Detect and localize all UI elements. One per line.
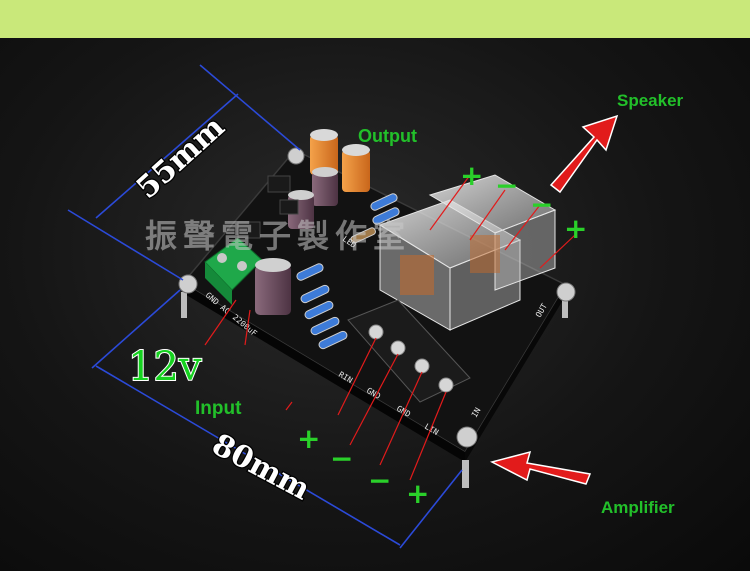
output-minus-sign-1: − bbox=[495, 169, 518, 202]
silk-in: IN bbox=[470, 406, 483, 419]
watermark-text: 振聲電子製作室 bbox=[145, 217, 411, 255]
output-label: Output bbox=[358, 126, 417, 146]
corner-screws bbox=[178, 147, 576, 448]
relays bbox=[378, 174, 557, 331]
input-minus-sign-2: − bbox=[368, 464, 391, 497]
input-label: Input bbox=[195, 398, 242, 419]
supply-voltage-label: 12v bbox=[128, 344, 202, 390]
semiconductors bbox=[237, 175, 299, 239]
output-plus-sign-1: + bbox=[460, 159, 483, 192]
dimension-lines bbox=[67, 64, 463, 549]
capacitors bbox=[255, 129, 370, 315]
speaker-arrow bbox=[549, 114, 619, 194]
input-terminal-block bbox=[347, 299, 471, 403]
top-color-band bbox=[0, 0, 750, 38]
input-plus-sign-1: + bbox=[297, 422, 320, 455]
width-dimension-label: 55mm bbox=[130, 109, 232, 206]
speaker-label: Speaker bbox=[617, 91, 684, 110]
red-leader-lines bbox=[204, 174, 576, 481]
standoff-legs bbox=[181, 292, 568, 488]
amplifier-label: Amplifier bbox=[601, 498, 675, 517]
amplifier-arrow bbox=[489, 450, 592, 485]
input-plus-sign-2: + bbox=[406, 477, 429, 510]
output-minus-sign-2: − bbox=[530, 188, 553, 221]
output-plus-sign-2: + bbox=[564, 212, 587, 245]
pcb-board bbox=[181, 149, 568, 462]
resistors bbox=[296, 193, 400, 350]
input-minus-sign-1: − bbox=[330, 442, 353, 475]
